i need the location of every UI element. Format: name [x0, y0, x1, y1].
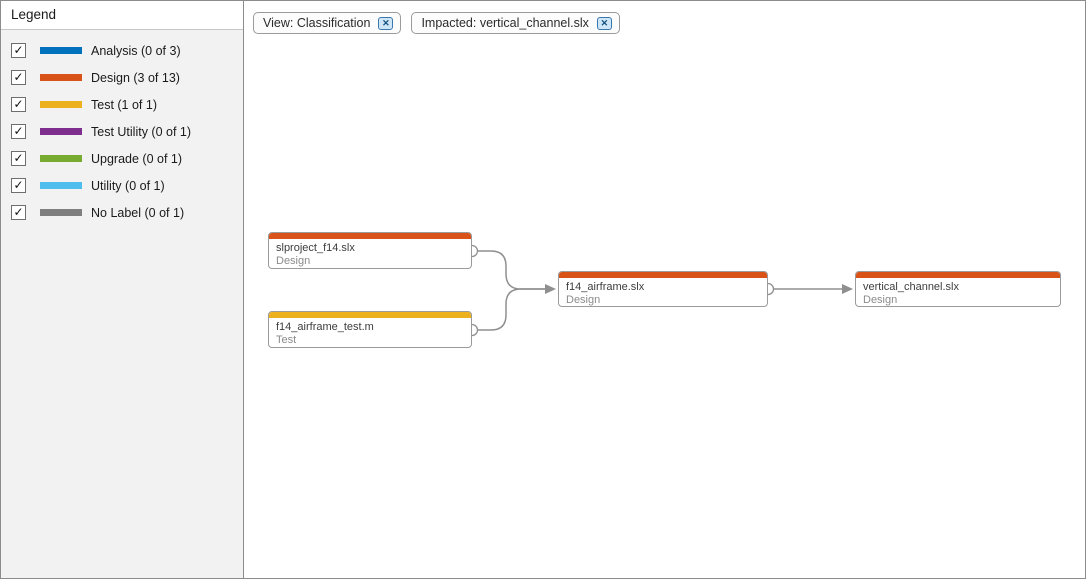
filter-chip-label: View: Classification: [263, 16, 371, 30]
node-title: vertical_channel.slx: [863, 281, 959, 293]
legend-checkbox[interactable]: ✓: [11, 151, 26, 166]
dependency-edge: [472, 250, 545, 290]
node-subtitle: Test: [276, 334, 297, 346]
node-title: f14_airframe_test.m: [276, 321, 374, 333]
filter-chip-label: Impacted: vertical_channel.slx: [421, 16, 589, 30]
legend-item: ✓ Utility (0 of 1): [1, 172, 243, 199]
node-title: slproject_f14.slx: [276, 242, 355, 254]
legend-color-swatch: [40, 182, 82, 189]
legend-item: ✓ Upgrade (0 of 1): [1, 145, 243, 172]
legend-item-label: Upgrade (0 of 1): [91, 151, 183, 166]
legend-color-swatch: [40, 101, 82, 108]
legend-item: ✓ Test (1 of 1): [1, 91, 243, 118]
node-category-bar: [269, 312, 471, 318]
node-category-bar: [856, 272, 1060, 278]
legend-item: ✓ No Label (0 of 1): [1, 199, 243, 226]
legend-checkbox[interactable]: ✓: [11, 178, 26, 193]
dependency-node[interactable]: slproject_f14.slx Design: [268, 232, 472, 269]
remove-filter-icon[interactable]: ✕: [596, 16, 612, 30]
legend-item: ✓ Analysis (0 of 3): [1, 37, 243, 64]
dependency-edge: [472, 288, 545, 331]
node-subtitle: Design: [863, 294, 898, 306]
legend-color-swatch: [40, 209, 82, 216]
dependency-node[interactable]: f14_airframe_test.m Test: [268, 311, 472, 348]
dependency-node[interactable]: vertical_channel.slx Design: [855, 271, 1061, 307]
legend-color-swatch: [40, 47, 82, 54]
legend-title: Legend: [1, 1, 243, 30]
graph-canvas[interactable]: View: Classification ✕ Impacted: vertica…: [244, 1, 1085, 578]
legend-color-swatch: [40, 155, 82, 162]
legend-item-label: No Label (0 of 1): [91, 205, 185, 220]
edge-arrowhead-icon: [545, 284, 556, 294]
legend-item-label: Test (1 of 1): [91, 97, 157, 112]
legend-item-label: Analysis (0 of 3): [91, 43, 181, 58]
dependency-node[interactable]: f14_airframe.slx Design: [558, 271, 768, 307]
remove-filter-icon[interactable]: ✕: [378, 16, 394, 30]
legend-checkbox[interactable]: ✓: [11, 205, 26, 220]
legend-color-swatch: [40, 74, 82, 81]
node-subtitle: Design: [276, 255, 311, 267]
node-category-bar: [559, 272, 767, 278]
filter-chip: Impacted: vertical_channel.slx ✕: [411, 12, 620, 34]
node-subtitle: Design: [566, 294, 601, 306]
legend-checkbox[interactable]: ✓: [11, 97, 26, 112]
legend-color-swatch: [40, 128, 82, 135]
filter-bar: View: Classification ✕ Impacted: vertica…: [253, 12, 620, 34]
node-category-bar: [269, 233, 471, 239]
legend-item: ✓ Test Utility (0 of 1): [1, 118, 243, 145]
edge-arrowhead-icon: [842, 284, 853, 294]
legend-item-label: Design (3 of 13): [91, 70, 180, 85]
node-title: f14_airframe.slx: [566, 281, 645, 293]
legend-item-list: ✓ Analysis (0 of 3) ✓ Design (3 of 13) ✓…: [1, 30, 243, 226]
legend-checkbox[interactable]: ✓: [11, 43, 26, 58]
filter-chip: View: Classification ✕: [253, 12, 402, 34]
legend-checkbox[interactable]: ✓: [11, 70, 26, 85]
legend-checkbox[interactable]: ✓: [11, 124, 26, 139]
legend-item-label: Test Utility (0 of 1): [91, 124, 192, 139]
legend-item-label: Utility (0 of 1): [91, 178, 165, 193]
legend-panel: Legend ✓ Analysis (0 of 3) ✓ Design (3 o…: [1, 1, 244, 578]
legend-item: ✓ Design (3 of 13): [1, 64, 243, 91]
